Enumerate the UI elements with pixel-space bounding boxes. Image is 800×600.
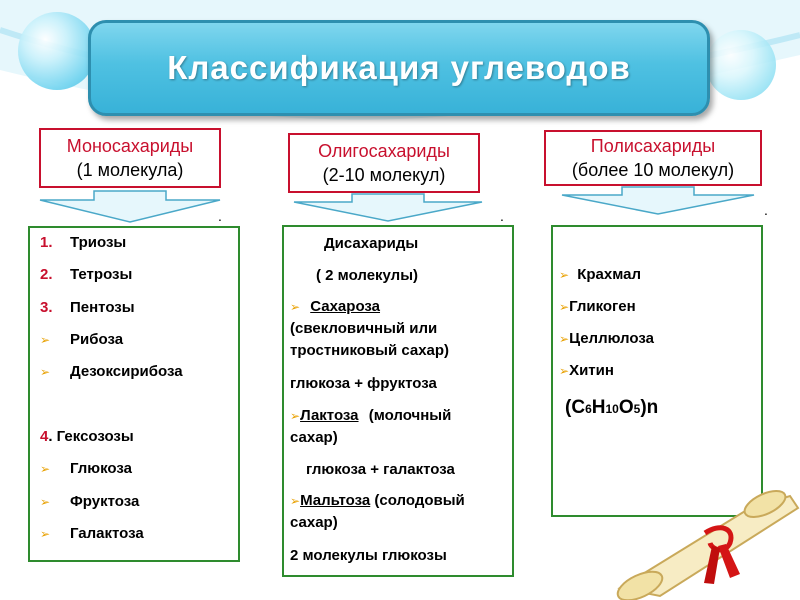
description-text: тростниковый сахар): [290, 342, 450, 359]
bullet-icon: ➢: [559, 332, 570, 346]
formula-part: (C: [565, 397, 586, 418]
category-polysaccharides: Полисахариды (более 10 молекул): [544, 130, 762, 186]
monosaccharides-panel: 1. Триозы 2. Тетрозы 3. Пентозы ➢ Рибоза…: [28, 226, 240, 562]
list-text: Фруктоза: [70, 493, 140, 510]
list-text: Глюкоза: [70, 460, 132, 477]
bullet-icon: ➢: [40, 527, 51, 541]
dot-mark: .: [500, 208, 504, 224]
bullet-icon: ➢: [290, 494, 301, 508]
list-item: ➢Хитин: [559, 362, 614, 379]
down-arrow-icon: [561, 186, 755, 215]
bubble-decoration: [706, 30, 776, 100]
category-name: Олигосахариды: [318, 141, 450, 161]
list-item: 1. Триозы: [40, 234, 126, 251]
bullet-icon: ➢: [40, 365, 51, 379]
list-text: Рибоза: [70, 331, 124, 348]
list-text: Триозы: [70, 234, 127, 251]
description-text: (солодовый: [374, 492, 465, 509]
list-item: ➢Гликоген: [559, 298, 636, 315]
diploma-scroll-illustration: [616, 490, 800, 600]
list-number: 2.: [40, 266, 53, 283]
list-number: 4: [40, 428, 49, 445]
section-subheading: ( 2 молекулы): [316, 267, 419, 284]
list-text: Целлюлоза: [569, 330, 654, 347]
category-name: Полисахариды: [590, 136, 716, 156]
list-item: 3. Пентозы: [40, 299, 135, 316]
list-text: Тетрозы: [70, 266, 133, 283]
category-sub: (2-10 молекул): [322, 165, 446, 185]
list-number: 3.: [40, 299, 53, 316]
list-item: ➢ Сахароза: [290, 298, 380, 315]
composition-text: 2 молекулы глюкозы: [290, 547, 447, 564]
title-banner: Классификация углеводов: [88, 20, 710, 116]
sugar-name: Сахароза: [310, 298, 381, 315]
formula-index: 5: [633, 402, 641, 416]
section-heading: Дисахариды: [324, 235, 419, 252]
list-item: ➢ Глюкоза: [40, 460, 132, 477]
category-monosaccharides: Моносахариды (1 молекула): [39, 128, 221, 188]
dot-mark: .: [218, 208, 222, 224]
oligosaccharides-panel: Дисахариды ( 2 молекулы) ➢ Сахароза (све…: [282, 225, 514, 577]
list-item: ➢Целлюлоза: [559, 330, 654, 347]
down-arrow-icon: [293, 193, 483, 222]
chemical-formula: (C6H10O5)n: [565, 397, 658, 419]
list-item: ➢Мальтоза (солодовый: [290, 492, 465, 509]
category-oligosaccharides: Олигосахариды (2-10 молекул): [288, 133, 480, 193]
list-text: . Гексозозы: [48, 428, 134, 445]
bullet-icon: ➢: [40, 333, 51, 347]
bullet-icon: ➢: [290, 300, 301, 314]
description-text: (молочный: [368, 407, 452, 424]
formula-part: )n: [640, 397, 659, 418]
bubble-decoration: [18, 12, 96, 90]
list-text: Пентозы: [70, 299, 135, 316]
list-text: Гликоген: [569, 298, 636, 315]
dot-mark: .: [764, 202, 768, 218]
list-text: Дезоксирибоза: [70, 363, 183, 380]
page-title: Классификация углеводов: [167, 49, 631, 86]
list-item: ➢Лактоза (молочный: [290, 407, 451, 424]
list-item: 2. Тетрозы: [40, 266, 132, 283]
formula-index: 10: [605, 402, 619, 416]
description-text: (свекловичный или: [290, 320, 438, 337]
formula-part: H: [591, 397, 606, 418]
category-sub: (1 молекула): [76, 160, 184, 180]
category-sub: (более 10 молекул): [571, 160, 735, 180]
bullet-icon: ➢: [40, 462, 51, 476]
bullet-icon: ➢: [40, 495, 51, 509]
list-item: ➢ Крахмал: [559, 266, 641, 283]
list-item: ➢ Рибоза: [40, 331, 123, 348]
bullet-icon: ➢: [290, 409, 301, 423]
bullet-icon: ➢: [559, 300, 570, 314]
list-item: ➢ Дезоксирибоза: [40, 363, 183, 380]
list-text: Хитин: [569, 362, 614, 379]
formula-index: 6: [585, 402, 592, 416]
bullet-icon: ➢: [559, 364, 570, 378]
list-number: 1.: [40, 234, 53, 251]
bullet-icon: ➢: [559, 268, 570, 282]
description-text: сахар): [290, 514, 338, 531]
list-text: Галактоза: [70, 525, 144, 542]
composition-text: глюкоза + галактоза: [306, 461, 455, 478]
composition-text: глюкоза + фруктоза: [290, 375, 437, 392]
list-item: 4. Гексозозы: [40, 428, 134, 445]
sugar-name: Мальтоза: [300, 492, 371, 509]
formula-part: O: [618, 397, 634, 418]
list-item: ➢ Галактоза: [40, 525, 144, 542]
polysaccharides-panel: ➢ Крахмал ➢Гликоген ➢Целлюлоза ➢Хитин (C…: [551, 225, 763, 517]
description-text: сахар): [290, 429, 338, 446]
down-arrow-icon: [39, 190, 221, 223]
category-name: Моносахариды: [66, 136, 194, 156]
sugar-name: Лактоза: [300, 407, 359, 424]
list-text: Крахмал: [577, 266, 642, 283]
list-item: ➢ Фруктоза: [40, 493, 139, 510]
